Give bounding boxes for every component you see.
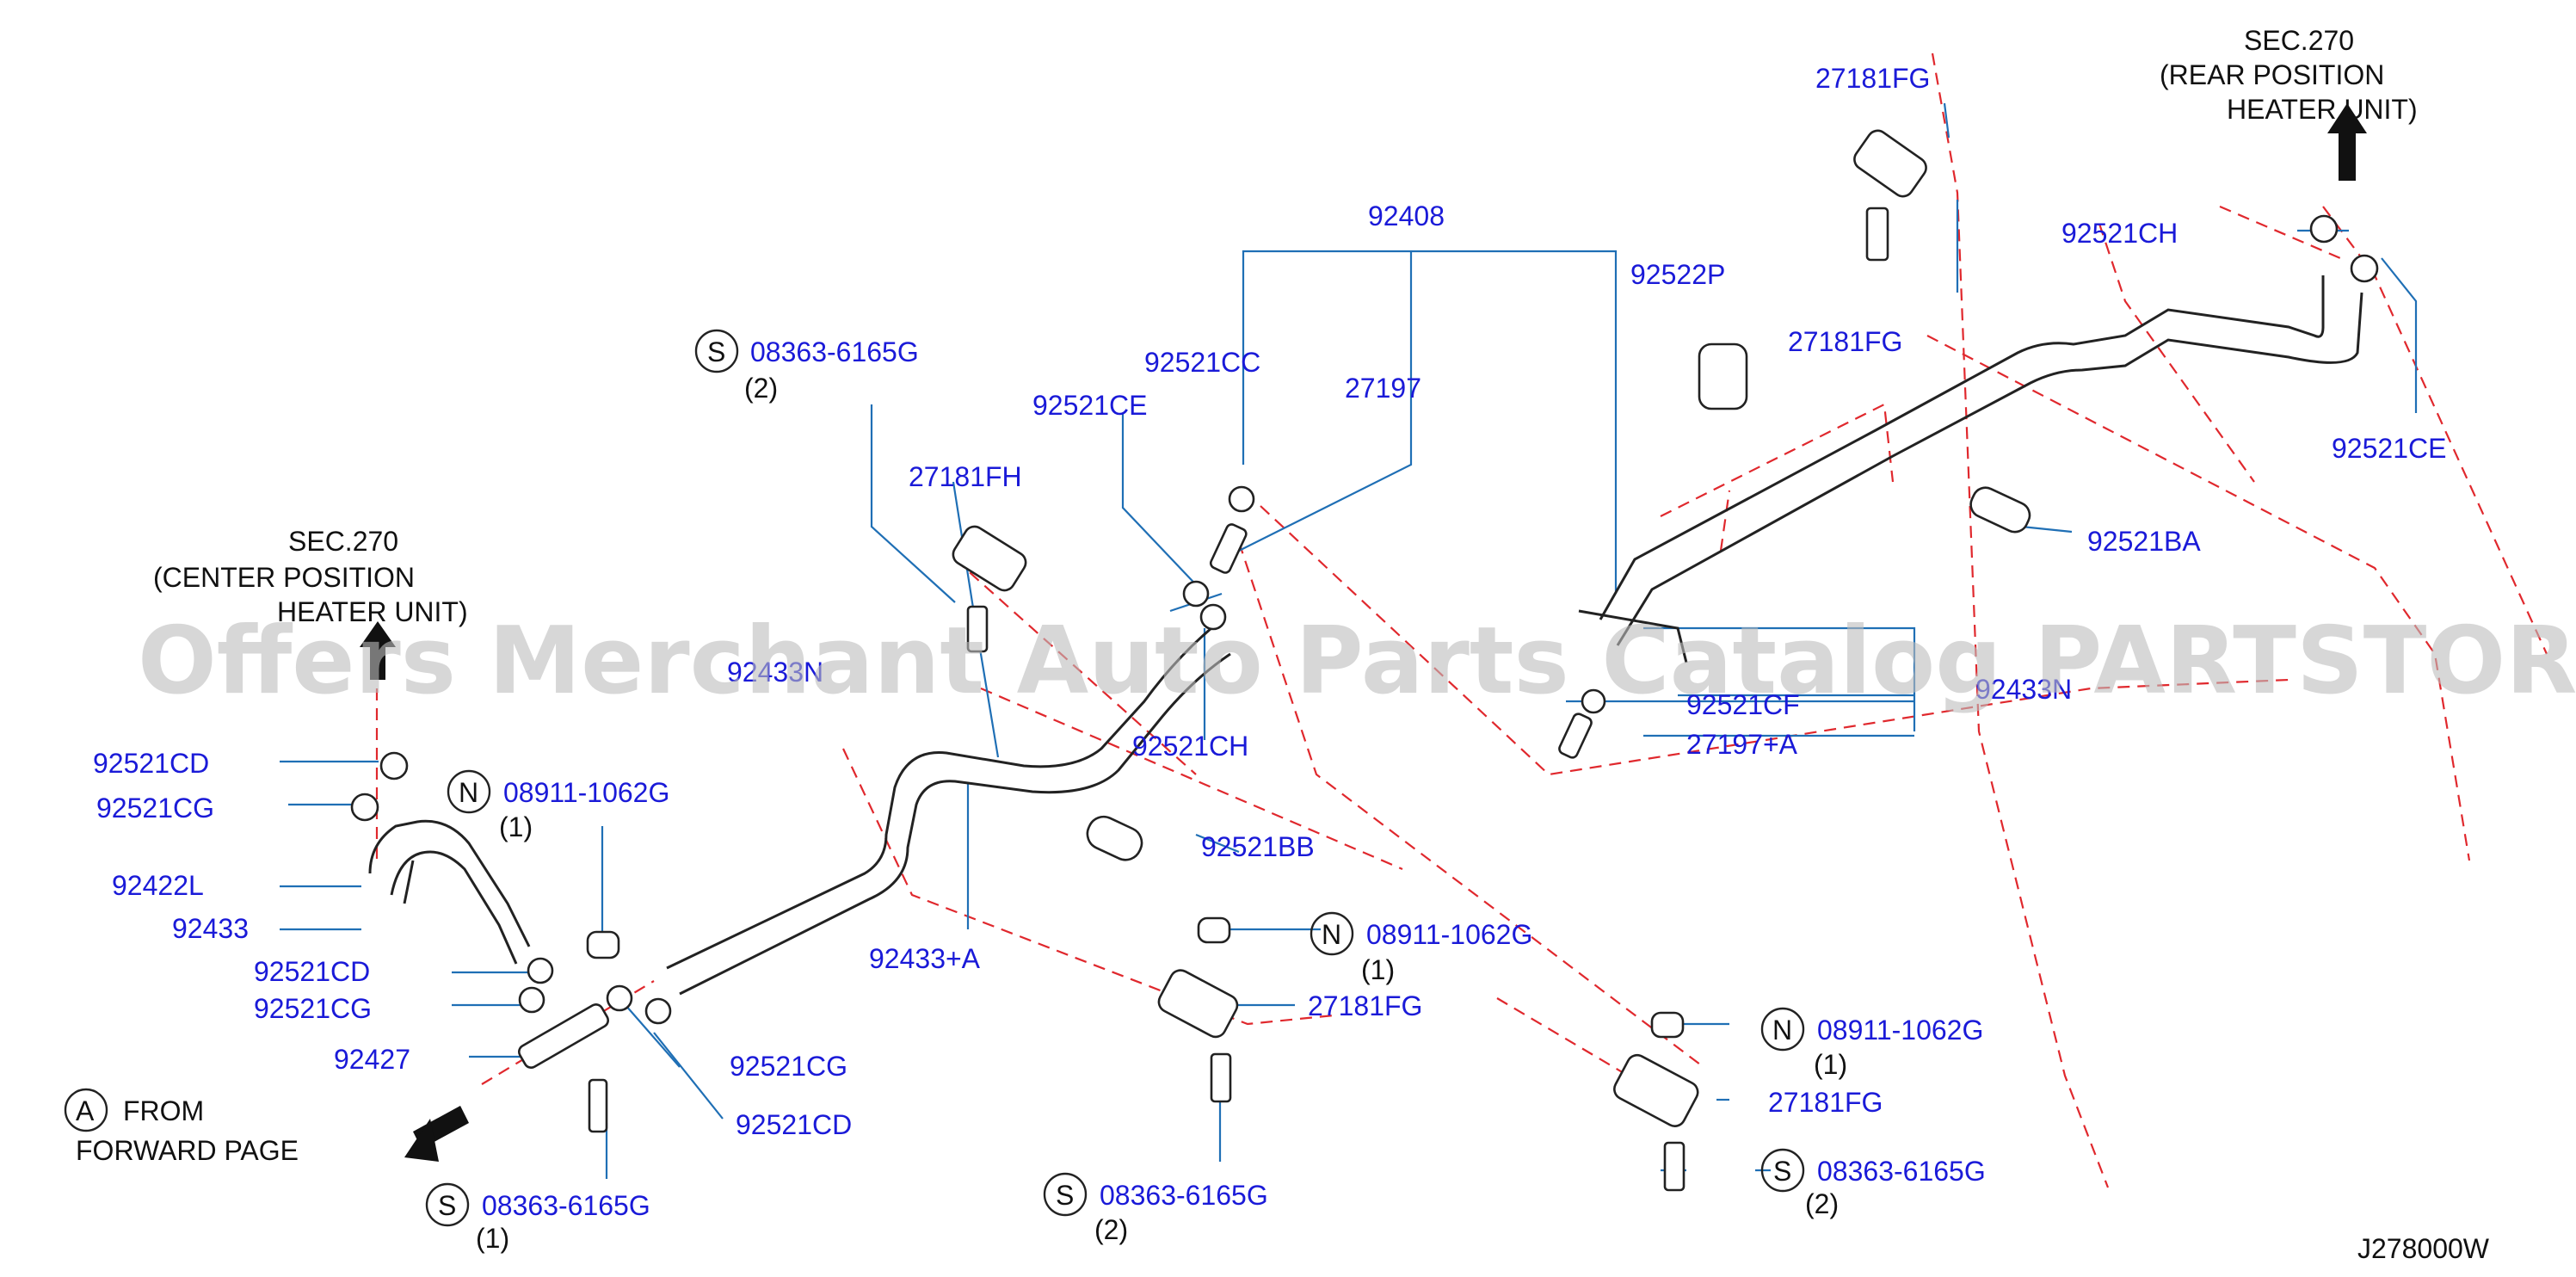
part-label[interactable]: 92521CG xyxy=(254,993,372,1024)
callout-s-right[interactable]: S 08363-6165G (2) xyxy=(1760,1148,1986,1219)
callout-marker: S xyxy=(1056,1180,1074,1211)
callout-marker: S xyxy=(1773,1156,1791,1187)
callout-qty: (2) xyxy=(1805,1188,1839,1219)
callout-n-middle[interactable]: N 08911-1062G (1) xyxy=(1310,911,1532,985)
part-label[interactable]: 92521CG xyxy=(96,793,214,824)
part-label[interactable]: 92433N xyxy=(1975,674,2072,705)
callout-qty: (2) xyxy=(1094,1214,1128,1245)
part-labels: 27181FG 92408 92521CH 27181FG 92522P 925… xyxy=(93,63,2446,1140)
callout-code: 08363-6165G xyxy=(1817,1156,1986,1187)
callout-s-top[interactable]: S 08363-6165G (2) xyxy=(694,329,919,404)
part-label[interactable]: 92422L xyxy=(112,870,204,901)
part-label[interactable]: 92433N xyxy=(727,657,823,688)
part-label[interactable]: 27181FG xyxy=(1788,326,1902,357)
section-center-line3: HEATER UNIT) xyxy=(277,596,468,627)
hardware-parts xyxy=(350,129,2379,1192)
callout-code: 08363-6165G xyxy=(750,336,919,367)
callout-qty: (2) xyxy=(744,373,778,404)
part-label[interactable]: 92427 xyxy=(334,1044,410,1075)
up-arrow-icon xyxy=(2327,103,2367,181)
part-label[interactable]: 27197+A xyxy=(1686,729,1798,760)
callouts: S 08363-6165G (2) N 08911-1062G (1) N 08… xyxy=(425,329,1986,1254)
callout-qty: (1) xyxy=(1814,1049,1847,1080)
part-label[interactable]: 27181FG xyxy=(1815,63,1930,94)
part-label[interactable]: 92522P xyxy=(1630,259,1725,290)
part-label[interactable]: 27181FH xyxy=(909,461,1022,492)
section-center-line2: (CENTER POSITION xyxy=(153,562,415,593)
callout-marker: S xyxy=(707,336,725,367)
section-note-center: SEC.270 (CENTER POSITION HEATER UNIT) xyxy=(153,526,468,627)
callout-code: 08911-1062G xyxy=(1817,1015,1983,1046)
callout-qty: (1) xyxy=(1361,954,1395,985)
from-marker: A xyxy=(76,1095,95,1126)
forward-arrow-icon xyxy=(404,1106,469,1162)
part-label[interactable]: 92433 xyxy=(172,913,249,944)
part-label[interactable]: 92408 xyxy=(1368,200,1445,231)
from-line1: FROM xyxy=(123,1095,204,1126)
section-note-rear: SEC.270 (REAR POSITION HEATER UNIT) xyxy=(2160,25,2418,125)
callout-s-middle[interactable]: S 08363-6165G (2) xyxy=(1043,1172,1268,1245)
part-label[interactable]: 92521CC xyxy=(1144,347,1260,378)
tube-assembly xyxy=(368,275,2363,996)
callout-marker: N xyxy=(459,777,478,808)
part-label[interactable]: 27181FG xyxy=(1308,990,1422,1021)
part-label[interactable]: 92521CH xyxy=(2061,218,2178,249)
callout-code: 08363-6165G xyxy=(482,1190,650,1221)
callout-code: 08363-6165G xyxy=(1100,1180,1268,1211)
part-label[interactable]: 92521CF xyxy=(1686,689,1800,720)
callout-marker: S xyxy=(438,1190,456,1221)
callout-marker: N xyxy=(1322,919,1341,950)
section-center-line1: SEC.270 xyxy=(288,526,398,557)
part-label[interactable]: 92521CD xyxy=(736,1109,852,1140)
from-forward-note: A FROM FORWARD PAGE xyxy=(64,1088,299,1166)
callout-marker: N xyxy=(1772,1015,1792,1046)
center-up-arrow-icon xyxy=(360,621,396,680)
diagram-code: J278000W xyxy=(2357,1233,2490,1264)
ref-marker-circle xyxy=(64,1088,108,1132)
leader-lines xyxy=(280,102,2418,1179)
part-label[interactable]: 27197 xyxy=(1345,373,1421,404)
part-label[interactable]: 92521BA xyxy=(2087,526,2201,557)
callout-qty: (1) xyxy=(499,811,533,842)
watermark: Offers Merchant Auto Parts Catalog PARTS… xyxy=(138,608,2576,715)
part-label[interactable]: 92521CH xyxy=(1132,731,1248,762)
section-rear-line3: HEATER UNIT) xyxy=(2227,94,2418,125)
part-label[interactable]: 92521CG xyxy=(730,1051,847,1082)
part-label[interactable]: 92521CE xyxy=(1032,390,1147,421)
part-label[interactable]: 92521CE xyxy=(2332,433,2446,464)
section-rear-line2: (REAR POSITION xyxy=(2160,59,2384,90)
section-rear-line1: SEC.270 xyxy=(2244,25,2354,56)
from-line2: FORWARD PAGE xyxy=(76,1135,299,1166)
callout-n-left[interactable]: N 08911-1062G (1) xyxy=(447,769,669,842)
callout-qty: (1) xyxy=(476,1223,509,1254)
part-label[interactable]: 92521CD xyxy=(93,748,209,779)
part-label[interactable]: 27181FG xyxy=(1768,1087,1883,1118)
callout-s-left[interactable]: S 08363-6165G (1) xyxy=(425,1182,650,1254)
part-label[interactable]: 92433+A xyxy=(869,943,981,974)
part-label[interactable]: 92521BB xyxy=(1201,831,1315,862)
callout-n-right[interactable]: N 08911-1062G (1) xyxy=(1760,1007,1983,1080)
callout-code: 08911-1062G xyxy=(503,777,669,808)
part-label[interactable]: 92521CD xyxy=(254,956,370,987)
callout-code: 08911-1062G xyxy=(1366,919,1532,950)
